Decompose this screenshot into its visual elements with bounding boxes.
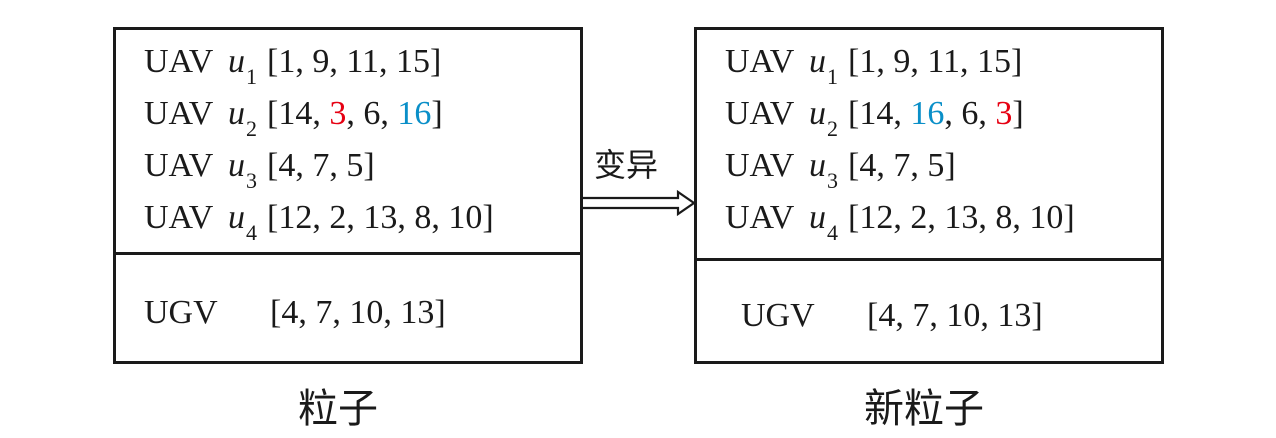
uav-subscript: 2 (246, 116, 257, 141)
uav-label: UAV (725, 43, 795, 80)
uav-var: u (228, 95, 245, 132)
uav-row-1: UAV u1 [1, 9, 11, 15] (144, 42, 442, 89)
uav-label: UAV (725, 147, 795, 184)
uav-row-3: UAV u3 [4, 7, 5] (144, 146, 375, 193)
uav-row-4: UAV u4 [12, 2, 13, 8, 10] (144, 198, 494, 245)
mutated-node-b: 16 (397, 95, 432, 132)
arrow-icon (582, 189, 696, 217)
particle-caption: 粒子 (298, 386, 378, 432)
route-close: ] (431, 95, 443, 132)
uav-row-2: UAV u2 [14, 16, 6, 3] (725, 94, 1024, 141)
route-mid: , 6, (944, 95, 996, 132)
uav-subscript: 4 (246, 220, 257, 245)
mutated-node-b: 3 (995, 95, 1013, 132)
uav-route: [14, 16, 6, 3] (848, 94, 1024, 134)
uav-label: UAV (144, 95, 214, 132)
mutation-label: 变异 (594, 146, 659, 184)
ugv-route: [4, 7, 10, 13] (867, 297, 1043, 334)
uav-subscript: 3 (827, 168, 838, 193)
route-open: [14, (267, 95, 330, 132)
route-close: ] (1012, 95, 1024, 132)
uav-route: [4, 7, 5] (267, 147, 375, 184)
uav-route: [1, 9, 11, 15] (848, 43, 1023, 80)
uav-subscript: 1 (246, 64, 257, 89)
ugv-label: UGV (144, 294, 218, 331)
section-divider (116, 252, 580, 255)
uav-label: UAV (144, 147, 214, 184)
uav-row-3: UAV u3 [4, 7, 5] (725, 146, 956, 193)
uav-route: [1, 9, 11, 15] (267, 43, 442, 80)
uav-route: [12, 2, 13, 8, 10] (848, 199, 1075, 236)
ugv-row: UGV [4, 7, 10, 13] (741, 296, 1043, 336)
uav-var: u (809, 95, 826, 132)
uav-subscript: 4 (827, 220, 838, 245)
uav-label: UAV (725, 199, 795, 236)
uav-var: u (809, 43, 826, 80)
uav-subscript: 2 (827, 116, 838, 141)
uav-route: [14, 3, 6, 16] (267, 94, 443, 134)
section-divider (697, 258, 1161, 261)
route-open: [14, (848, 95, 911, 132)
route-mid: , 6, (346, 95, 398, 132)
uav-subscript: 3 (246, 168, 257, 193)
uav-route: [12, 2, 13, 8, 10] (267, 199, 494, 236)
uav-var: u (809, 199, 826, 236)
uav-label: UAV (725, 95, 795, 132)
ugv-label: UGV (741, 297, 815, 334)
uav-var: u (809, 147, 826, 184)
new-particle-caption: 新粒子 (864, 386, 984, 432)
ugv-row: UGV [4, 7, 10, 13] (144, 293, 446, 333)
uav-label: UAV (144, 43, 214, 80)
mutated-node-a: 16 (910, 95, 945, 132)
uav-label: UAV (144, 199, 214, 236)
uav-route: [4, 7, 5] (848, 147, 956, 184)
uav-var: u (228, 199, 245, 236)
mutated-node-a: 3 (329, 95, 347, 132)
ugv-route: [4, 7, 10, 13] (270, 294, 446, 331)
uav-var: u (228, 147, 245, 184)
uav-row-4: UAV u4 [12, 2, 13, 8, 10] (725, 198, 1075, 245)
uav-var: u (228, 43, 245, 80)
uav-subscript: 1 (827, 64, 838, 89)
uav-row-2: UAV u2 [14, 3, 6, 16] (144, 94, 443, 141)
uav-row-1: UAV u1 [1, 9, 11, 15] (725, 42, 1023, 89)
